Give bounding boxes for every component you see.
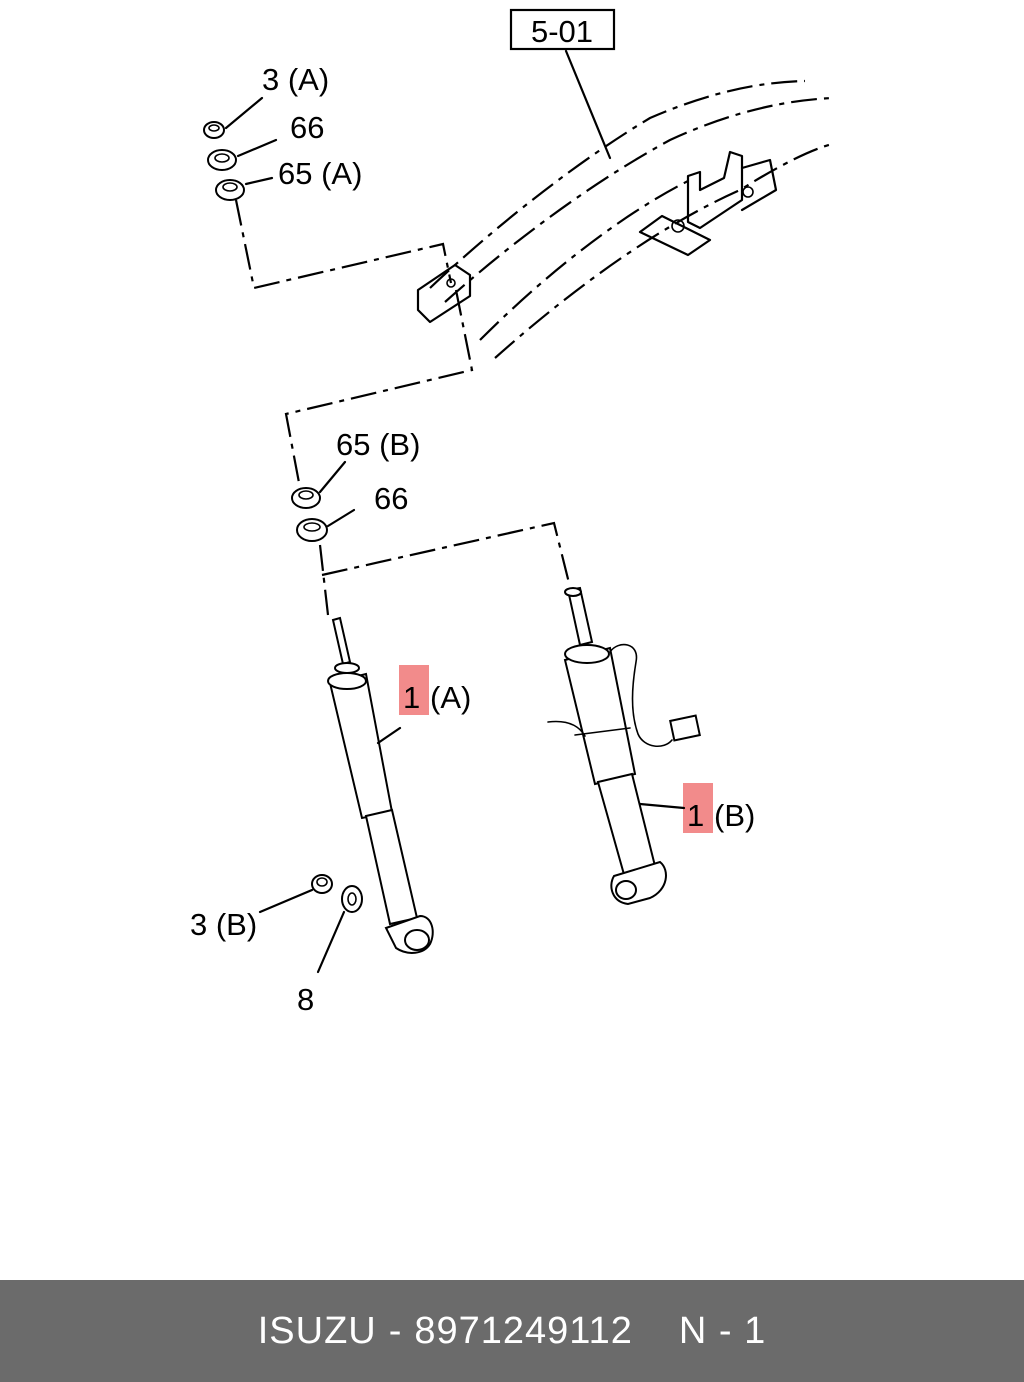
parts-diagram: 5-01 3 (A) 66 65 (A) 65 ( xyxy=(190,8,833,1017)
callout-shock-a-number: 1 xyxy=(403,680,420,715)
callout-bushing-65b: 65 (B) xyxy=(336,427,420,462)
callout-washer-66-top: 66 xyxy=(290,110,324,145)
highlight-1a xyxy=(399,665,429,715)
callout-bushing-65a: 65 (A) xyxy=(278,156,362,191)
callout-shock-b-number: 1 xyxy=(687,798,704,833)
washer-8[interactable] xyxy=(341,885,363,913)
reference-label: 5-01 xyxy=(531,14,593,49)
footer-separator: - xyxy=(388,1309,403,1352)
callout-washer-66-bottom: 66 xyxy=(374,481,408,516)
callout-nut-3a: 3 (A) xyxy=(262,62,329,97)
bushing-65b[interactable] xyxy=(291,487,321,509)
footer-part-number: 8971249112 xyxy=(414,1309,633,1352)
footer-bar: ISUZU - 8971249112 N - 1 xyxy=(0,1280,1024,1382)
footer-note: N - 1 xyxy=(678,1309,767,1352)
washer-66-top[interactable] xyxy=(207,149,237,171)
callout-shock-b-variant: (B) xyxy=(714,798,755,833)
callout-shock-a-variant: (A) xyxy=(430,680,471,715)
shock-absorber-a[interactable] xyxy=(327,616,434,954)
nut-3a[interactable] xyxy=(203,121,225,139)
washer-66-bottom[interactable] xyxy=(296,518,328,542)
callout-nut-3b: 3 (B) xyxy=(190,907,257,942)
nut-3b[interactable] xyxy=(311,874,333,894)
footer-brand: ISUZU xyxy=(257,1309,377,1352)
callout-washer-8: 8 xyxy=(297,982,314,1017)
frame-rail xyxy=(416,79,833,359)
reference-box[interactable]: 5-01 xyxy=(509,8,616,51)
shock-absorber-b[interactable] xyxy=(547,586,701,906)
highlight-1b xyxy=(683,783,713,833)
bushing-65a[interactable] xyxy=(215,179,245,201)
